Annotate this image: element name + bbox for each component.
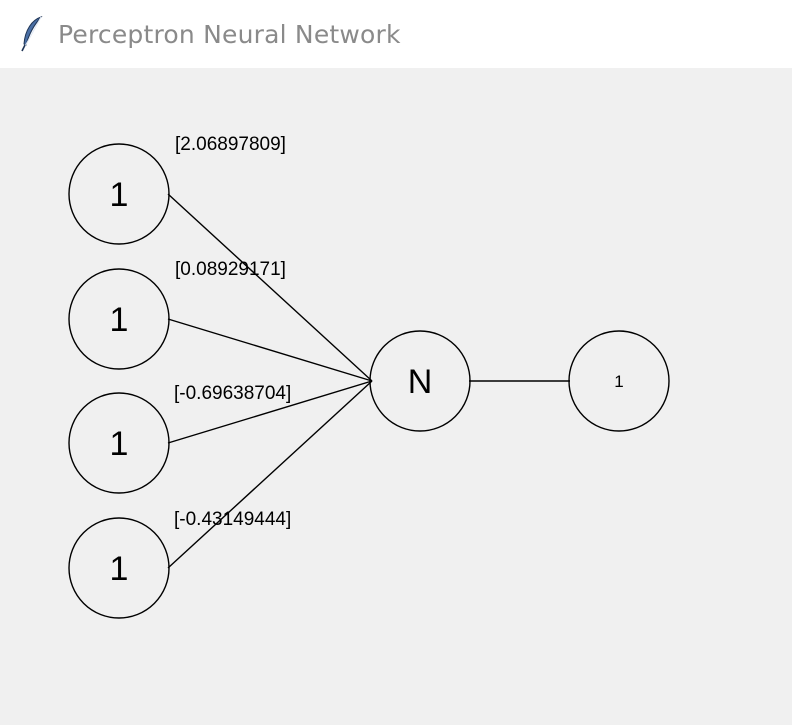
input-node-1: 1 bbox=[68, 143, 170, 245]
network-diagram: 1 1 1 1 [2.06897809] [0.08929171] [-0.69… bbox=[68, 134, 670, 619]
weight-label-4: [-0.43149444] bbox=[174, 509, 291, 530]
neuron-node: N bbox=[369, 330, 471, 432]
input-node-3: 1 bbox=[68, 392, 170, 494]
edge-input-3 bbox=[167, 380, 373, 444]
input-node-4: 1 bbox=[68, 517, 170, 619]
weight-label-3: [-0.69638704] bbox=[174, 383, 291, 404]
edge-input-2 bbox=[167, 318, 373, 382]
input-node-label: 1 bbox=[110, 550, 129, 588]
output-label: 1 bbox=[614, 372, 623, 391]
network-canvas: 1 1 1 1 [2.06897809] [0.08929171] [-0.69… bbox=[0, 68, 792, 725]
edge-input-4 bbox=[167, 380, 373, 569]
weight-label-2: [0.08929171] bbox=[175, 259, 286, 280]
window-title: Perceptron Neural Network bbox=[58, 19, 401, 49]
output-node: 1 bbox=[568, 330, 670, 432]
input-node-label: 1 bbox=[110, 301, 129, 339]
input-node-label: 1 bbox=[110, 425, 129, 463]
edge-input-1 bbox=[167, 193, 373, 382]
neuron-label: N bbox=[408, 363, 433, 401]
weight-label-1: [2.06897809] bbox=[175, 134, 286, 155]
input-node-2: 1 bbox=[68, 268, 170, 370]
feather-icon bbox=[20, 16, 44, 52]
input-node-label: 1 bbox=[110, 176, 129, 214]
title-bar[interactable]: Perceptron Neural Network bbox=[0, 0, 792, 68]
